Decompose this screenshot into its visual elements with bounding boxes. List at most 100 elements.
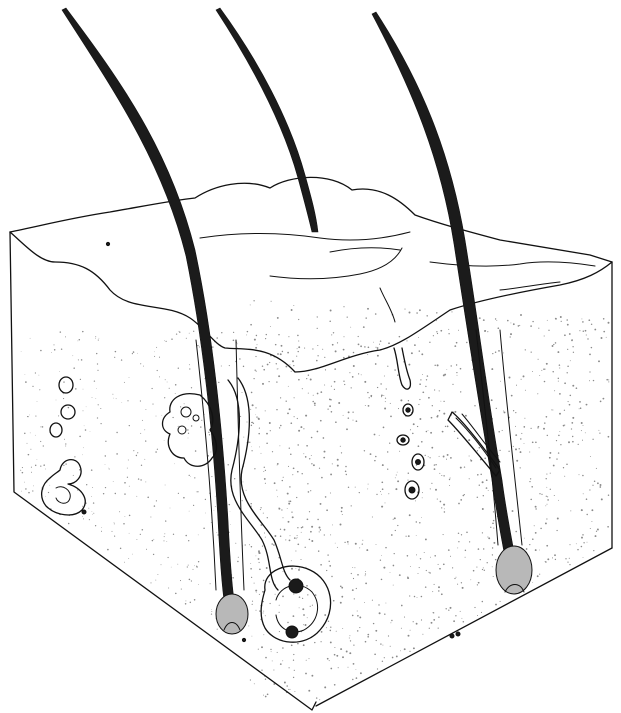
stipple-dot (179, 331, 180, 332)
stipple-dot (251, 450, 252, 451)
stipple-dot (357, 574, 359, 576)
stipple-dot (424, 552, 425, 553)
stipple-dot (337, 342, 338, 343)
stipple-dot (343, 336, 344, 337)
stipple-dot (599, 486, 601, 488)
stipple-dot (448, 549, 450, 551)
stipple-dot (401, 605, 403, 607)
stipple-dot (385, 398, 386, 399)
stipple-dot (496, 408, 497, 409)
stipple-dot (195, 450, 197, 452)
stipple-dot (349, 635, 350, 636)
stipple-dot (451, 365, 452, 366)
stipple-dot (63, 393, 64, 394)
stipple-dot (263, 369, 265, 371)
stipple-dot (346, 474, 347, 475)
stipple-dot (545, 522, 547, 524)
stipple-dot (315, 594, 317, 596)
stipple-dot (178, 493, 179, 494)
stipple-dot (238, 557, 239, 558)
small-marks (106, 242, 460, 641)
stipple-dot (395, 530, 396, 531)
stipple-dot (346, 428, 348, 430)
stipple-dot (438, 616, 439, 617)
stipple-dot (390, 572, 391, 573)
stipple-dot (250, 304, 251, 305)
dermis-stipple (20, 300, 609, 700)
dermal-cell-1-nucleus (406, 408, 410, 412)
stipple-dot (282, 647, 284, 649)
stipple-dot (571, 422, 573, 424)
stipple-dot (428, 397, 430, 399)
stipple-dot (487, 536, 488, 537)
stipple-dot (394, 553, 395, 554)
stipple-dot (258, 649, 259, 650)
stipple-dot (216, 337, 218, 339)
stipple-dot (49, 485, 50, 486)
stipple-dot (105, 441, 106, 442)
stipple-dot (180, 406, 181, 407)
stipple-dot (493, 511, 494, 512)
stipple-dot (492, 554, 493, 555)
stipple-dot (154, 351, 155, 352)
stipple-dot (581, 537, 583, 539)
stipple-dot (169, 388, 170, 389)
stipple-dot (348, 487, 349, 488)
stipple-dot (421, 517, 422, 518)
stipple-dot (305, 673, 307, 675)
stipple-dot (282, 351, 283, 352)
stipple-dot (556, 440, 557, 441)
stipple-dot (392, 657, 394, 659)
stipple-dot (40, 350, 42, 352)
stipple-dot (276, 381, 277, 382)
stipple-dot (307, 617, 308, 618)
stipple-dot (495, 559, 497, 561)
stipple-dot (413, 423, 415, 425)
stipple-dot (146, 549, 147, 550)
stipple-dot (435, 489, 437, 491)
stipple-dot (401, 628, 402, 629)
stipple-dot (91, 496, 92, 497)
stipple-dot (493, 542, 495, 544)
stipple-dot (591, 324, 592, 325)
stipple-dot (567, 324, 569, 326)
stipple-dot (597, 482, 599, 484)
stipple-dot (379, 612, 381, 614)
stipple-dot (420, 558, 421, 559)
stipple-dot (120, 548, 121, 549)
stipple-dot (410, 566, 411, 567)
stipple-dot (374, 460, 376, 462)
stipple-dot (308, 374, 309, 375)
stipple-dot (327, 408, 328, 409)
stipple-dot (364, 346, 366, 348)
stipple-dot (426, 570, 427, 571)
stipple-dot (532, 321, 533, 322)
stipple-dot (63, 381, 64, 382)
stipple-dot (288, 501, 289, 502)
stipple-dot (510, 333, 512, 335)
stipple-dot (111, 531, 112, 532)
stipple-dot (334, 684, 336, 686)
stipple-dot (419, 383, 421, 385)
stipple-dot (105, 455, 106, 456)
stipple-dot (205, 513, 206, 514)
stipple-dot (234, 478, 235, 479)
stipple-dot (119, 511, 120, 512)
stipple-dot (384, 657, 385, 658)
stipple-dot (482, 532, 483, 533)
stipple-dot (351, 505, 352, 506)
stipple-dot (566, 464, 568, 466)
stipple-dot (434, 555, 436, 557)
stipple-dot (431, 417, 433, 419)
stipple-dot (593, 380, 594, 381)
stipple-dot (397, 480, 399, 482)
stipple-dot (45, 496, 46, 497)
stipple-dot (127, 468, 128, 469)
stipple-dot (590, 456, 591, 457)
stipple-dot (279, 508, 280, 509)
stipple-dot (340, 648, 342, 650)
stipple-dot (458, 330, 459, 331)
stipple-dot (544, 422, 545, 423)
stipple-dot (320, 420, 322, 422)
stipple-dot (97, 417, 98, 418)
